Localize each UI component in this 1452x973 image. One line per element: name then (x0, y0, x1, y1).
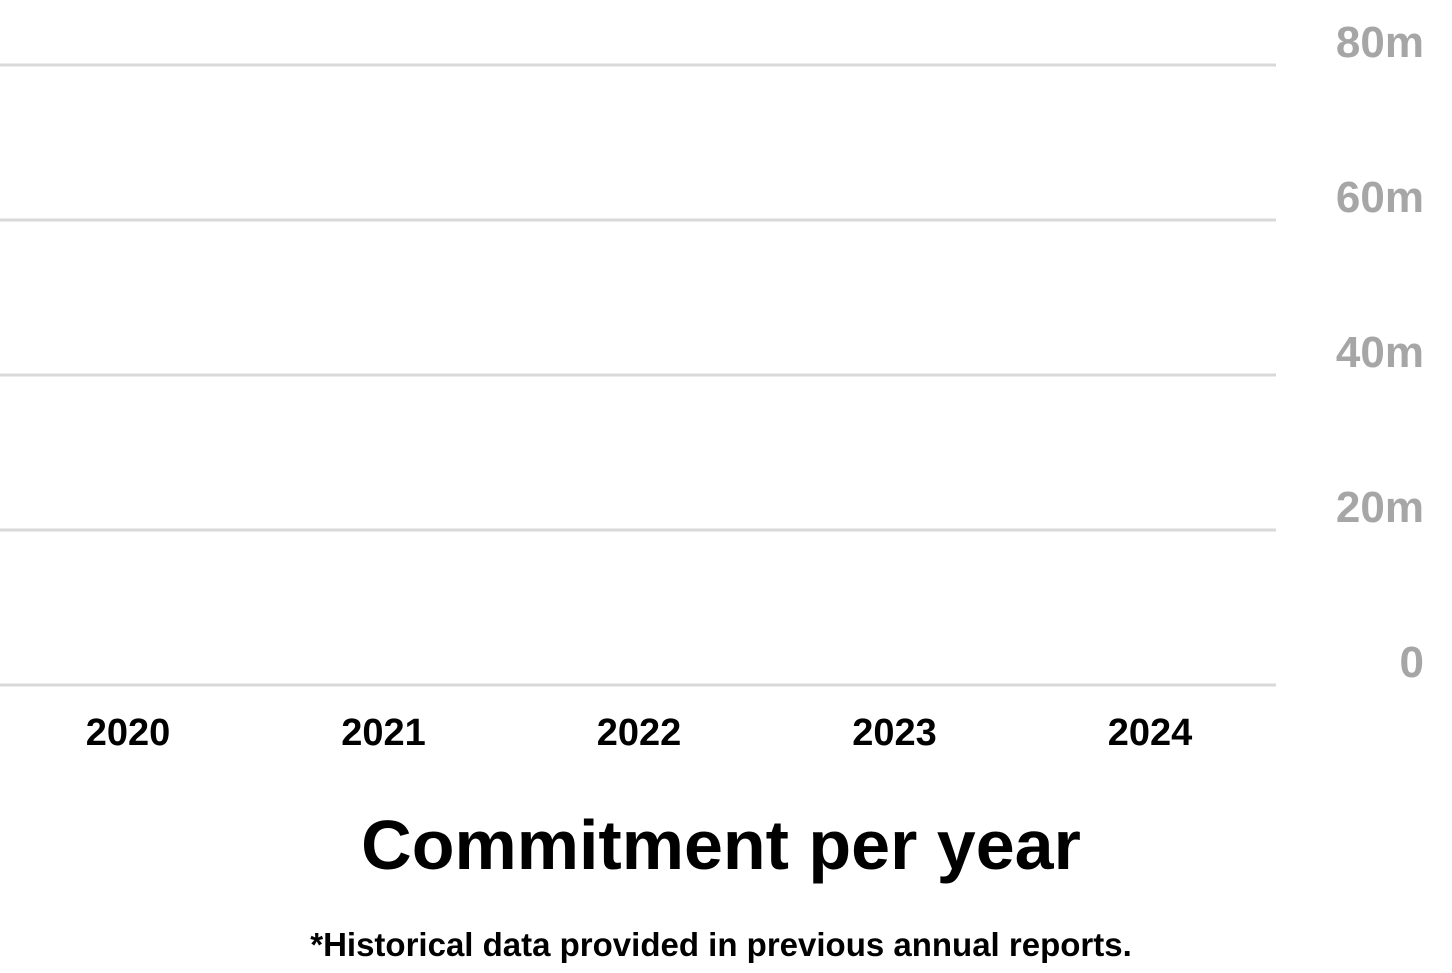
x-tick-label: 2020 (86, 712, 171, 754)
chart-title: Commitment per year (361, 806, 1081, 884)
x-axis-ticks: 2020 2021 2022 2023 2024 (86, 712, 1193, 754)
chart-footnote: *Historical data provided in previous an… (310, 926, 1132, 963)
y-tick-label: 40m (1336, 328, 1424, 377)
y-tick-label: 0 (1400, 638, 1424, 687)
x-tick-label: 2022 (597, 712, 682, 754)
y-tick-label: 60m (1336, 173, 1424, 222)
gridlines (0, 63, 1276, 687)
x-tick-label: 2024 (1108, 712, 1193, 754)
x-tick-label: 2023 (852, 712, 937, 754)
y-tick-label: 80m (1336, 18, 1424, 67)
x-tick-label: 2021 (341, 712, 426, 754)
y-axis-ticks: 0 20m 40m 60m 80m (1336, 18, 1424, 687)
y-tick-label: 20m (1336, 483, 1424, 532)
chart: 0 20m 40m 60m 80m 2020 2021 2022 2023 2024 (0, 18, 1424, 754)
